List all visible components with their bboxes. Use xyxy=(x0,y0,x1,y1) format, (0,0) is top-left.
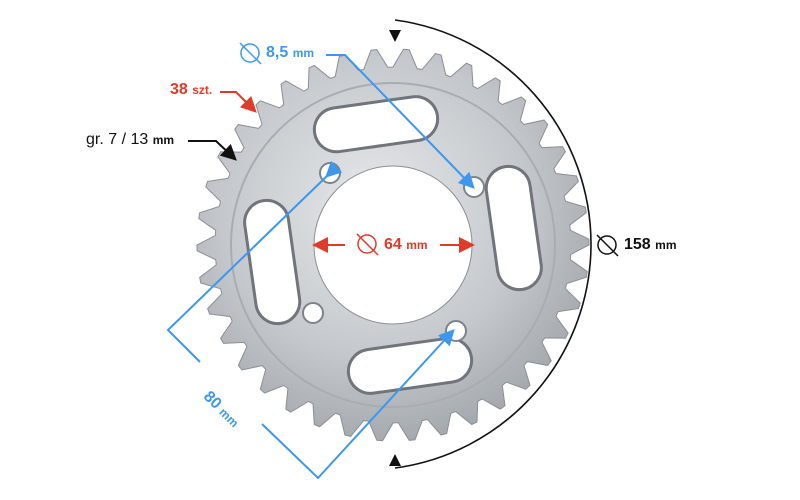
thickness-unit: mm xyxy=(152,133,175,147)
teeth-leader xyxy=(220,91,257,113)
bolt-spacing-bracket-2 xyxy=(261,329,455,480)
bolt-hole xyxy=(445,320,467,342)
bolt-hole xyxy=(302,302,324,324)
thickness-prefix: gr. xyxy=(86,131,104,148)
outer-diameter-label: 158 mm xyxy=(624,236,677,254)
sprocket-body xyxy=(196,48,590,442)
teeth-count-unit: szt. xyxy=(192,83,213,97)
inner-diameter-value: 64 xyxy=(384,236,402,253)
diameter-icon xyxy=(356,233,379,256)
bolt-hole-diameter-unit: mm xyxy=(292,46,315,60)
slot xyxy=(484,164,543,292)
thickness-value: 7 / 13 xyxy=(108,131,149,148)
slot xyxy=(346,336,474,395)
bolt-hole-leader xyxy=(326,54,475,189)
slot xyxy=(243,198,302,326)
thickness-leader xyxy=(188,140,237,161)
bolt-hole-diameter-value: 8,5 xyxy=(266,44,289,61)
inner-diameter-label: 64 mm xyxy=(384,236,428,254)
lightening-slots xyxy=(230,82,556,408)
bolt-hole-diameter-label: 8,5 mm xyxy=(266,44,314,62)
sprocket-ring xyxy=(230,82,556,408)
bolt-spacing-bracket xyxy=(166,160,343,363)
diameter-icon xyxy=(596,234,619,257)
arrow-bottom-icon xyxy=(389,454,401,466)
arrow-top-icon xyxy=(389,30,401,42)
sprocket xyxy=(196,48,590,442)
slot xyxy=(312,95,440,154)
outer-diameter-arc xyxy=(394,19,592,469)
teeth-count-label: 38 szt. xyxy=(170,81,212,99)
diameter-icon xyxy=(239,42,262,65)
outer-diameter-unit: mm xyxy=(655,238,677,252)
teeth-count-value: 38 xyxy=(170,81,188,98)
outer-diameter-value: 158 xyxy=(624,236,651,253)
inner-diameter-unit: mm xyxy=(406,238,428,252)
thickness-label: gr. 7 / 13 mm xyxy=(86,131,174,149)
